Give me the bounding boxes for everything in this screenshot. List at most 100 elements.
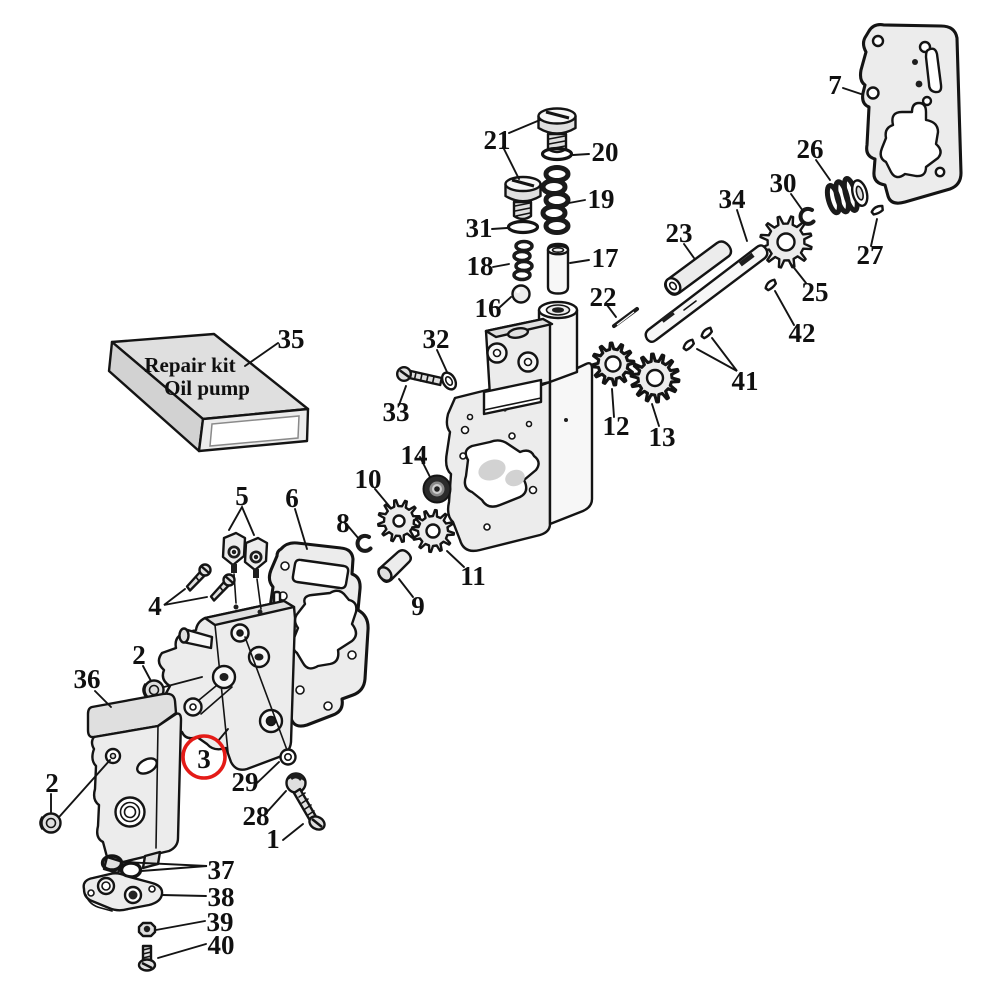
part-screw-1 bbox=[292, 787, 326, 831]
part-oring-31 bbox=[506, 219, 540, 235]
kit-box-title-line2: Oil pump bbox=[164, 376, 250, 400]
leader-7 bbox=[842, 87, 862, 95]
callout-1: 1 bbox=[266, 824, 280, 854]
axis-screw-1 bbox=[244, 636, 288, 751]
part-check-ball-16 bbox=[511, 284, 531, 304]
gear-25-bore bbox=[776, 232, 796, 252]
part-fitting-4a bbox=[185, 563, 212, 592]
leader-5 bbox=[228, 504, 255, 536]
callout-20: 20 bbox=[592, 137, 619, 167]
part-valve-cap-5b bbox=[243, 536, 269, 578]
gear-10-bore bbox=[392, 514, 406, 528]
part-oil-tube-23 bbox=[664, 240, 733, 296]
callout-41: 41 bbox=[732, 366, 759, 396]
kit-box-title-line1: Repair kit bbox=[144, 353, 235, 377]
part-pump-body bbox=[444, 300, 594, 553]
part-key-41a bbox=[682, 338, 696, 352]
callout-labels: 21 20 19 31 18 17 16 22 7 26 30 27 25 42… bbox=[45, 70, 883, 960]
part-key-42 bbox=[764, 278, 778, 292]
part-screw-40 bbox=[137, 944, 157, 972]
part-washer-32 bbox=[440, 371, 458, 391]
callout-33: 33 bbox=[383, 397, 410, 427]
leader-37 bbox=[122, 861, 208, 872]
callout-7: 7 bbox=[828, 70, 842, 100]
callout-8: 8 bbox=[336, 508, 350, 538]
leader-21a bbox=[508, 119, 541, 134]
leader-26 bbox=[815, 159, 831, 181]
callout-16: 16 bbox=[475, 293, 502, 323]
repair-kit-box: Repair kit Oil pump bbox=[107, 332, 310, 453]
callout-5: 5 bbox=[235, 481, 249, 511]
cover-inlet-pipe bbox=[178, 627, 214, 650]
leader-2a bbox=[142, 665, 152, 682]
gasket-cutout bbox=[879, 101, 942, 179]
callout-2a: 2 bbox=[132, 640, 146, 670]
callout-38: 38 bbox=[208, 882, 235, 912]
callout-30: 30 bbox=[770, 168, 797, 198]
cover-port bbox=[257, 609, 263, 615]
callout-9: 9 bbox=[411, 591, 425, 621]
callout-12: 12 bbox=[603, 411, 630, 441]
callout-35: 35 bbox=[278, 324, 305, 354]
part-seal-spring bbox=[824, 175, 869, 216]
body-right-face bbox=[548, 361, 594, 526]
part-idler-pin-9 bbox=[377, 549, 412, 583]
leader-41 bbox=[696, 337, 738, 372]
leader-2a-to-cover bbox=[163, 676, 203, 688]
part-valve-cap-5a bbox=[221, 531, 247, 573]
leader-2b-to-bracket bbox=[59, 759, 111, 817]
part-pin-22 bbox=[612, 307, 639, 328]
thread-hatching bbox=[142, 947, 152, 959]
callout-31: 31 bbox=[466, 213, 493, 243]
leader-31 bbox=[491, 227, 508, 230]
leader-30 bbox=[790, 193, 804, 212]
callout-23: 23 bbox=[666, 218, 693, 248]
leader-1 bbox=[282, 823, 304, 841]
part-sleeve-17 bbox=[546, 242, 570, 295]
callout-28: 28 bbox=[243, 801, 270, 831]
leader-3 bbox=[217, 728, 229, 742]
leader-22 bbox=[606, 304, 617, 318]
leader-4 bbox=[163, 588, 208, 606]
leader-19 bbox=[568, 199, 586, 204]
part-fitting-4b bbox=[209, 573, 236, 602]
gear-11-bore bbox=[425, 523, 441, 539]
leader-34 bbox=[736, 209, 748, 242]
callout-14: 14 bbox=[401, 440, 428, 470]
part-plug-2b bbox=[39, 812, 62, 834]
part-oring-37a bbox=[100, 854, 124, 872]
part-bracket-36 bbox=[86, 692, 183, 875]
callout-10: 10 bbox=[355, 464, 382, 494]
callout-26: 26 bbox=[797, 134, 824, 164]
callout-32: 32 bbox=[423, 324, 450, 354]
callout-17: 17 bbox=[592, 243, 619, 273]
part-nut-28 bbox=[285, 772, 307, 794]
part-retaining-ring-30 bbox=[798, 206, 816, 226]
gear-12-bore bbox=[604, 355, 622, 373]
leader-39 bbox=[155, 920, 206, 931]
callout-40: 40 bbox=[208, 930, 235, 960]
leader-28 bbox=[266, 790, 287, 813]
leader-13 bbox=[651, 403, 660, 427]
callout-34: 34 bbox=[719, 184, 746, 214]
callout-19: 19 bbox=[588, 184, 615, 214]
leader-18 bbox=[492, 263, 510, 268]
leader-12 bbox=[611, 388, 615, 418]
leader-27 bbox=[870, 218, 878, 247]
callout-27: 27 bbox=[857, 240, 884, 270]
leader-32 bbox=[436, 349, 448, 373]
leader-10 bbox=[374, 488, 391, 508]
leader-21b bbox=[502, 146, 520, 180]
leader-35 bbox=[244, 342, 279, 367]
body-slot bbox=[482, 378, 543, 416]
cover-port bbox=[233, 604, 239, 610]
axis-cap-5a bbox=[233, 573, 237, 604]
cover-top-face bbox=[203, 599, 296, 627]
callout-4: 4 bbox=[148, 591, 162, 621]
axis-cap-5b bbox=[256, 578, 262, 610]
thread-hatching bbox=[514, 202, 531, 217]
leader-16 bbox=[499, 296, 512, 308]
part-seal-14 bbox=[422, 474, 452, 504]
